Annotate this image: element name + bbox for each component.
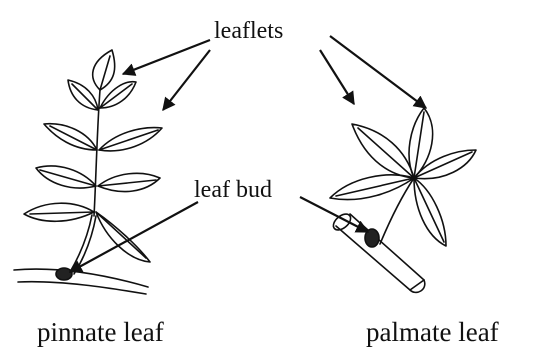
arrow-leaflets-palmate-right — [330, 36, 426, 108]
pinnate-leaflet-terminal — [93, 50, 115, 90]
palmate-leaflet-top — [409, 108, 433, 178]
leaflets-label: leaflets — [214, 19, 283, 43]
palmate-twig — [336, 214, 424, 290]
arrow-leaflets-palmate-left — [320, 50, 354, 104]
arrow-leaflets-pinnate-upper — [123, 40, 210, 74]
palmate-leaf-caption: palmate leaf — [366, 319, 499, 346]
pinnate-bud — [56, 268, 72, 280]
pinnate-leaf-caption: pinnate leaf — [37, 319, 164, 346]
palmate-leaf-drawing — [330, 108, 476, 292]
pinnate-leaf-drawing — [14, 50, 162, 294]
leaf-bud-label: leaf bud — [194, 178, 272, 202]
arrow-leaflets-pinnate-lower — [163, 50, 210, 110]
